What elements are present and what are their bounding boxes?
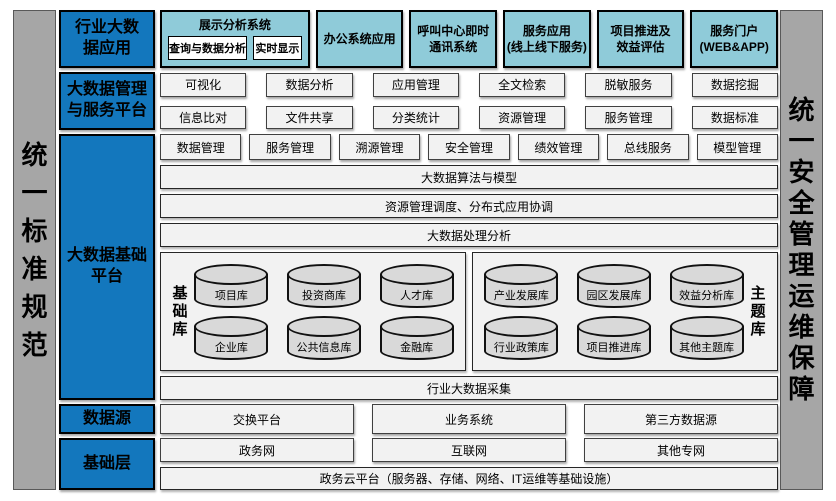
infrastructure-row: 基础层 政务网 互联网 其他专网 政务云平台（服务器、存储、网络、IT运维等基础… bbox=[59, 438, 778, 490]
database-cylinder-icon: 效益分析库 bbox=[669, 263, 744, 308]
performance-management-box: 绩效管理 bbox=[517, 134, 600, 160]
data-source-boxes: 交换平台 业务系统 第三方数据源 bbox=[160, 404, 778, 434]
row-label-data-source: 数据源 bbox=[59, 404, 155, 434]
theme-library-label: 主题库 bbox=[750, 284, 766, 338]
diagram-body: 行业大数 据应用 展示分析系统 查询与数据分析 实时显示 办公系统应用 呼叫中心… bbox=[59, 10, 779, 490]
algorithms-models-bar: 大数据算法与模型 bbox=[160, 165, 778, 189]
bus-service-box: 总线服务 bbox=[607, 134, 689, 160]
management-capability-grid: 可视化 数据分析 应用管理 全文检索 脱敏服务 数据挖掘 信息比对 文件共享 分… bbox=[160, 72, 778, 130]
security-management-box: 安全管理 bbox=[428, 134, 510, 160]
classification-statistics-box: 分类统计 bbox=[372, 105, 459, 129]
display-system-subboxes: 查询与数据分析 实时显示 bbox=[168, 36, 302, 60]
query-data-analysis-box: 查询与数据分析 bbox=[168, 36, 247, 60]
project-progress-db-label: 项目推进库 bbox=[586, 341, 642, 354]
database-cylinder-icon: 投资商库 bbox=[286, 263, 361, 308]
benefit-analysis-db-label: 效益分析库 bbox=[679, 289, 735, 302]
row-label-applications: 行业大数 据应用 bbox=[59, 10, 155, 68]
park-dev-db-label: 园区发展库 bbox=[586, 289, 642, 302]
industry-dev-db-label: 产业发展库 bbox=[493, 289, 549, 302]
exchange-platform-box: 交换平台 bbox=[160, 404, 354, 434]
platform-services-row: 数据管理 服务管理 溯源管理 安全管理 绩效管理 总线服务 模型管理 bbox=[160, 134, 778, 160]
unified-security-ops-bar: 统一安全管理运维保障 bbox=[780, 10, 823, 490]
management-platform-row: 大数据管理 与服务平台 可视化 数据分析 应用管理 全文检索 脱敏服务 数据挖掘… bbox=[59, 72, 778, 130]
realtime-display-box: 实时显示 bbox=[253, 36, 302, 60]
info-comparison-box: 信息比对 bbox=[160, 105, 247, 129]
public-info-db-label: 公共信息库 bbox=[296, 341, 352, 354]
government-cloud-bar: 政务云平台（服务器、存储、网络、IT运维等基础设施） bbox=[160, 467, 778, 490]
service-management-box: 服务管理 bbox=[249, 134, 331, 160]
base-library-group: 基础库 项目库 投资商库 人才库 企业库 公共信息库 金融库 bbox=[160, 252, 466, 371]
database-cylinder-icon: 项目库 bbox=[194, 263, 269, 308]
model-management-box: 模型管理 bbox=[696, 134, 778, 160]
other-theme-db-label: 其他主题库 bbox=[679, 341, 735, 354]
unified-standards-bar: 统一标准规范 bbox=[13, 10, 56, 490]
display-analysis-system-box: 展示分析系统 查询与数据分析 实时显示 bbox=[160, 10, 310, 68]
database-cylinder-icon: 金融库 bbox=[379, 315, 454, 360]
government-network-box: 政务网 bbox=[160, 438, 354, 462]
database-cylinder-icon: 行业政策库 bbox=[484, 315, 559, 360]
office-system-box: 办公系统应用 bbox=[315, 10, 404, 68]
base-library-label: 基础库 bbox=[172, 284, 188, 338]
data-management-box: 数据管理 bbox=[160, 134, 242, 160]
unified-security-ops-label: 统一安全管理运维保障 bbox=[788, 95, 815, 404]
data-source-row: 数据源 交换平台 业务系统 第三方数据源 bbox=[59, 404, 778, 434]
row-label-base-platform: 大数据基础 平台 bbox=[59, 134, 155, 400]
bigdata-processing-bar: 大数据处理分析 bbox=[160, 223, 778, 247]
investor-db-label: 投资商库 bbox=[301, 289, 346, 302]
service-application-box: 服务应用 (线上线下服务) bbox=[503, 10, 591, 68]
data-masking-box: 脱敏服务 bbox=[585, 73, 672, 97]
database-groups-row: 基础库 项目库 投资商库 人才库 企业库 公共信息库 金融库 产业发展库 bbox=[160, 252, 778, 371]
base-platform-content: 数据管理 服务管理 溯源管理 安全管理 绩效管理 总线服务 模型管理 大数据算法… bbox=[160, 134, 778, 400]
industry-policy-db-label: 行业政策库 bbox=[493, 341, 549, 354]
fulltext-search-box: 全文检索 bbox=[479, 73, 566, 97]
database-cylinder-icon: 企业库 bbox=[194, 315, 269, 360]
traceability-management-box: 溯源管理 bbox=[338, 134, 421, 160]
service-management-box: 服务管理 bbox=[585, 105, 672, 129]
row-label-infrastructure: 基础层 bbox=[59, 438, 155, 490]
database-cylinder-icon: 公共信息库 bbox=[286, 315, 361, 360]
application-boxes: 展示分析系统 查询与数据分析 实时显示 办公系统应用 呼叫中心即时 通讯系统 服… bbox=[160, 10, 779, 68]
resource-scheduling-bar: 资源管理调度、分布式应用协调 bbox=[160, 194, 778, 218]
visualization-box: 可视化 bbox=[160, 73, 247, 97]
infrastructure-content: 政务网 互联网 其他专网 政务云平台（服务器、存储、网络、IT运维等基础设施） bbox=[160, 438, 778, 490]
talent-db-label: 人才库 bbox=[400, 289, 434, 302]
call-center-im-box: 呼叫中心即时 通讯系统 bbox=[409, 10, 498, 68]
database-cylinder-icon: 其他主题库 bbox=[669, 315, 744, 360]
resource-management-box: 资源管理 bbox=[479, 105, 566, 129]
bigdata-collection-bar: 行业大数据采集 bbox=[160, 376, 778, 400]
database-cylinder-icon: 产业发展库 bbox=[484, 263, 559, 308]
base-library-cylinders: 项目库 投资商库 人才库 企业库 公共信息库 金融库 bbox=[193, 263, 455, 360]
unified-standards-label: 统一标准规范 bbox=[21, 140, 48, 360]
database-cylinder-icon: 人才库 bbox=[379, 263, 454, 308]
base-platform-row: 大数据基础 平台 数据管理 服务管理 溯源管理 安全管理 绩效管理 总线服务 模… bbox=[59, 134, 778, 400]
business-system-box: 业务系统 bbox=[372, 404, 566, 434]
network-boxes: 政务网 互联网 其他专网 bbox=[160, 438, 778, 462]
service-portal-box: 服务门户 (WEB&APP) bbox=[690, 10, 779, 68]
application-layer-row: 行业大数 据应用 展示分析系统 查询与数据分析 实时显示 办公系统应用 呼叫中心… bbox=[59, 10, 779, 68]
database-cylinder-icon: 项目推进库 bbox=[576, 315, 651, 360]
data-mining-box: 数据挖掘 bbox=[691, 73, 778, 97]
project-db-label: 项目库 bbox=[214, 289, 248, 302]
third-party-source-box: 第三方数据源 bbox=[584, 404, 778, 434]
enterprise-db-label: 企业库 bbox=[214, 341, 248, 354]
application-management-box: 应用管理 bbox=[372, 73, 459, 97]
file-sharing-box: 文件共享 bbox=[266, 105, 353, 129]
theme-library-group: 产业发展库 园区发展库 效益分析库 行业政策库 项目推进库 其他主题库 主题库 bbox=[472, 252, 778, 371]
display-system-title: 展示分析系统 bbox=[198, 18, 271, 32]
database-cylinder-icon: 园区发展库 bbox=[576, 263, 651, 308]
internet-box: 互联网 bbox=[372, 438, 566, 462]
data-standard-box: 数据标准 bbox=[691, 105, 778, 129]
data-analysis-box: 数据分析 bbox=[266, 73, 353, 97]
row-label-management-platform: 大数据管理 与服务平台 bbox=[59, 72, 155, 130]
finance-db-label: 金融库 bbox=[400, 341, 434, 354]
theme-library-cylinders: 产业发展库 园区发展库 效益分析库 行业政策库 项目推进库 其他主题库 bbox=[483, 263, 745, 360]
other-private-network-box: 其他专网 bbox=[584, 438, 778, 462]
project-benefit-evaluation-box: 项目推进及 效益评估 bbox=[596, 10, 685, 68]
